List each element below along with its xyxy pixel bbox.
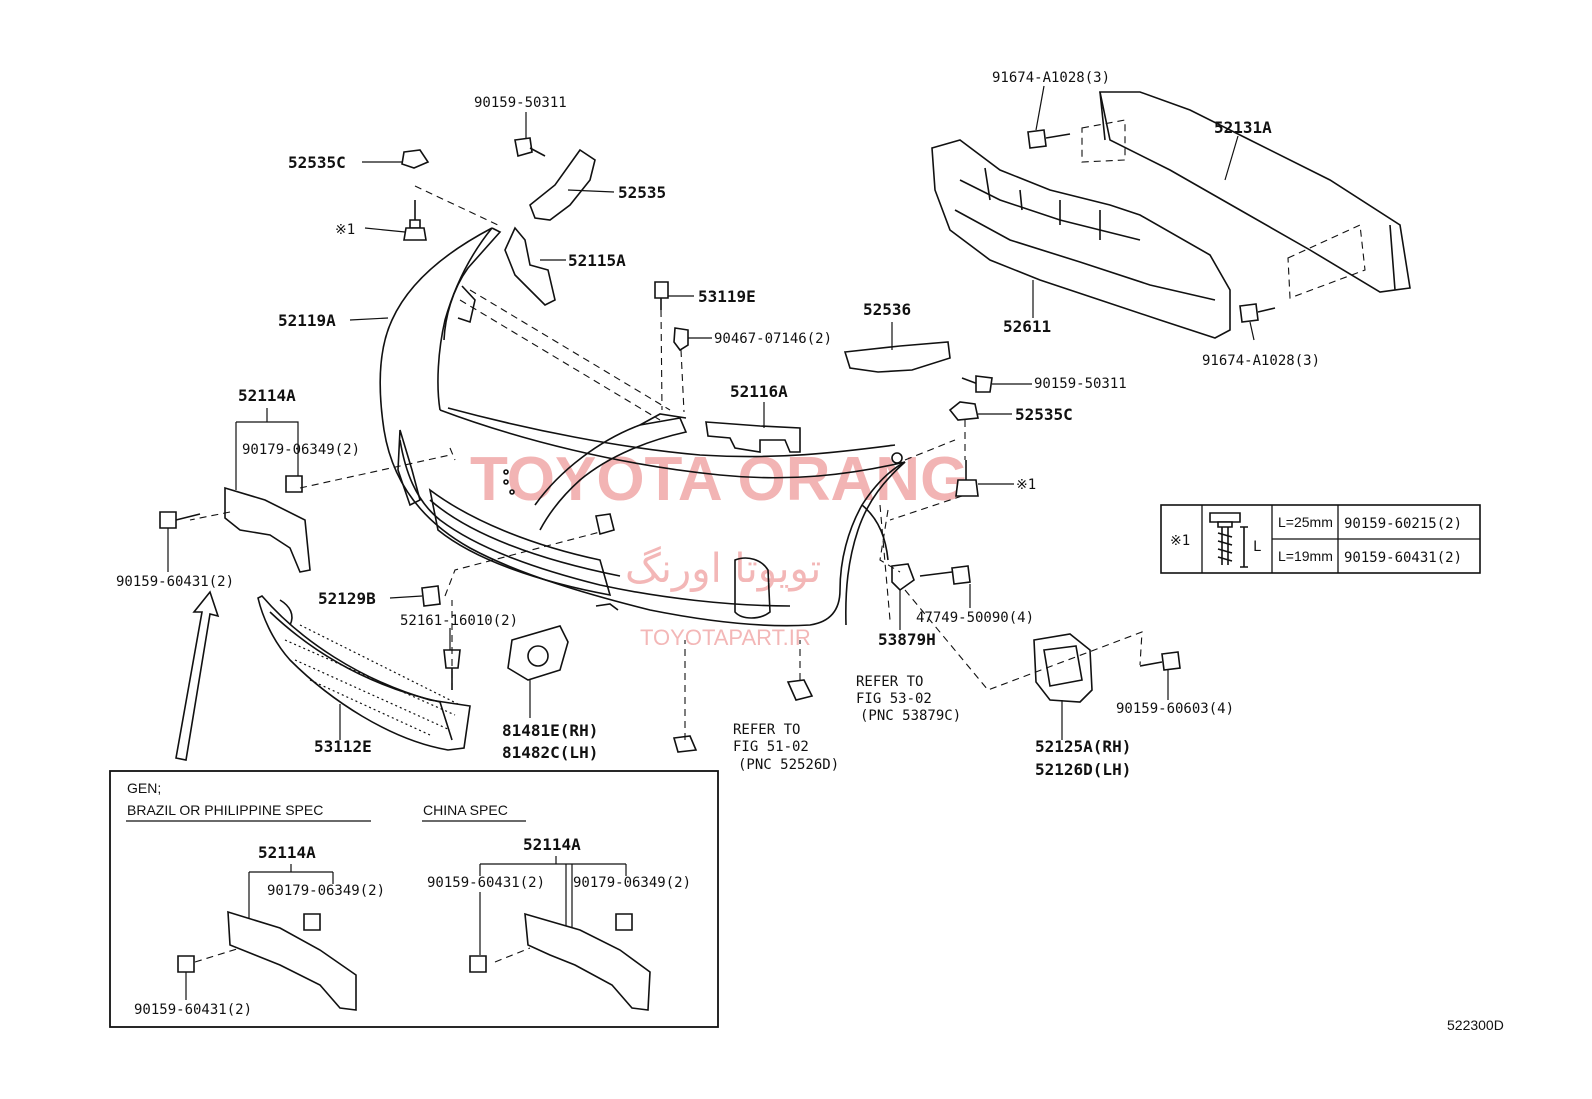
inset-gen-clip: 90179-06349(2) — [267, 883, 385, 899]
label-52119A: 52119A — [278, 311, 336, 330]
label-52116A: 52116A — [730, 382, 788, 401]
label-52114A: 52114A — [238, 386, 296, 405]
label-ref-51-line1: REFER TO — [733, 722, 800, 738]
clip-90467-07146-drawing — [673, 327, 689, 352]
label-ref-53-line1: REFER TO — [856, 674, 923, 690]
label-90159-60603: 90159-60603(4) — [1116, 701, 1234, 717]
label-90179-06349: 90179-06349(2) — [242, 442, 360, 458]
inset-gen-line1: GEN; — [127, 780, 161, 796]
clip-52535C-right-drawing — [948, 401, 979, 421]
label-90159-60431: 90159-60431(2) — [116, 574, 234, 590]
label-91674-top: 91674-A1028(3) — [992, 70, 1110, 86]
label-90467-07146: 90467-07146(2) — [714, 331, 832, 347]
clip-ref-53879C-drawing — [786, 679, 814, 701]
bracket-52115A-drawing — [504, 226, 556, 306]
watermark-site: TOYOTAPART.IR — [640, 625, 811, 650]
absorber-52611-drawing — [931, 139, 1231, 339]
watermark-arabic: تویوتا اورنگ — [625, 546, 821, 592]
inset-china-title: CHINA SPEC — [423, 802, 508, 818]
inset-china-clip: 90179-06349(2) — [573, 875, 691, 891]
grille-53112E-drawing — [257, 595, 471, 751]
bracket-52114A-drawing — [224, 486, 311, 573]
label-52535C-top: 52535C — [288, 153, 346, 172]
screw-note1-right-drawing — [955, 460, 979, 497]
leader-lines — [167, 85, 1255, 740]
note-table-dim: L — [1253, 539, 1261, 555]
label-52611: 52611 — [1003, 317, 1051, 336]
label-53879H: 53879H — [878, 630, 936, 649]
note-table: ※1 L L=25mm 90159-60215(2) L=19mm 90159-… — [1160, 504, 1481, 574]
label-ref-53-line2: FIG 53-02 — [856, 691, 932, 707]
cap-52129B-drawing — [421, 585, 441, 607]
label-47749-50090: 47749-50090(4) — [916, 610, 1034, 626]
label-52535: 52535 — [618, 183, 666, 202]
bracket-52116A-drawing — [705, 421, 801, 453]
note-table-row1-part: 90159-60215(2) — [1344, 516, 1462, 532]
label-53119E: 53119E — [698, 287, 756, 306]
inset-box: GEN; BRAZIL OR PHILIPPINE SPEC CHINA SPE… — [109, 770, 719, 1028]
inset-china-part: 52114A — [523, 835, 581, 854]
clip-90179-06349-drawing — [285, 475, 303, 493]
bracket-52535-drawing — [529, 148, 596, 221]
bolt-90159-60603-drawing — [1139, 651, 1181, 671]
pin-53119E-drawing — [654, 281, 669, 310]
label-81481E: 81481E(RH) — [502, 721, 598, 740]
label-note1-right: ※1 — [1016, 477, 1036, 493]
bolt-91674-bottom-drawing — [1239, 303, 1276, 323]
inset-gen-part: 52114A — [258, 843, 316, 862]
bumper-cover-drawing — [379, 227, 906, 627]
label-53112E: 53112E — [314, 737, 372, 756]
label-note1-left: ※1 — [335, 222, 355, 238]
label-90159-50311-right: 90159-50311 — [1034, 376, 1127, 392]
clip-52535C-top-drawing — [401, 149, 430, 169]
bolt-90159-60431-drawing — [159, 511, 201, 529]
reinforcement-52131A-drawing — [1099, 91, 1411, 293]
inset-china-bolt: 90159-60431(2) — [427, 875, 545, 891]
label-52131A: 52131A — [1214, 118, 1272, 137]
label-90159-50311-top: 90159-50311 — [474, 95, 567, 111]
label-81482C: 81482C(LH) — [502, 743, 598, 762]
screw-icon — [1209, 512, 1248, 568]
note-table-row2-length: L=19mm — [1278, 548, 1333, 564]
screw-note1-left-drawing — [403, 200, 427, 241]
bolt-90159-50311-top-drawing — [514, 137, 546, 158]
label-52129B: 52129B — [318, 589, 376, 608]
screw-47749-50090-drawing — [919, 565, 971, 585]
label-52536: 52536 — [863, 300, 911, 319]
assembly-lines — [189, 119, 1366, 740]
label-52126D: 52126D(LH) — [1035, 760, 1131, 779]
inset-gen-line2: BRAZIL OR PHILIPPINE SPEC — [127, 802, 323, 818]
fog-bezel-81481E-drawing — [507, 625, 569, 681]
label-ref-51-line2: FIG 51-02 — [733, 739, 809, 755]
note-table-row1-length: L=25mm — [1278, 514, 1333, 530]
bolt-91674-top-drawing — [1027, 129, 1071, 149]
label-52535C-right: 52535C — [1015, 405, 1073, 424]
label-52161-16010: 52161-16010(2) — [400, 613, 518, 629]
inset-gen-bolt: 90159-60431(2) — [134, 1002, 252, 1018]
cap-52129B-upper-drawing — [595, 513, 615, 536]
label-52115A: 52115A — [568, 251, 626, 270]
note-table-mark: ※1 — [1170, 533, 1190, 549]
label-ref-51-line3: (PNC 52526D) — [738, 757, 839, 773]
note-table-row2-part: 90159-60431(2) — [1344, 550, 1462, 566]
label-52125A: 52125A(RH) — [1035, 737, 1131, 756]
label-ref-53-line3: (PNC 53879C) — [860, 708, 961, 724]
bolt-90159-50311-right-drawing — [961, 375, 993, 393]
bracket-52125A-drawing — [1033, 633, 1093, 703]
bracket-52536-drawing — [843, 341, 951, 373]
bracket-53879H-drawing — [891, 563, 915, 592]
arrow-indicator-icon — [175, 590, 220, 761]
figure-code: 522300D — [1447, 1017, 1504, 1033]
label-91674-bottom: 91674-A1028(3) — [1202, 353, 1320, 369]
